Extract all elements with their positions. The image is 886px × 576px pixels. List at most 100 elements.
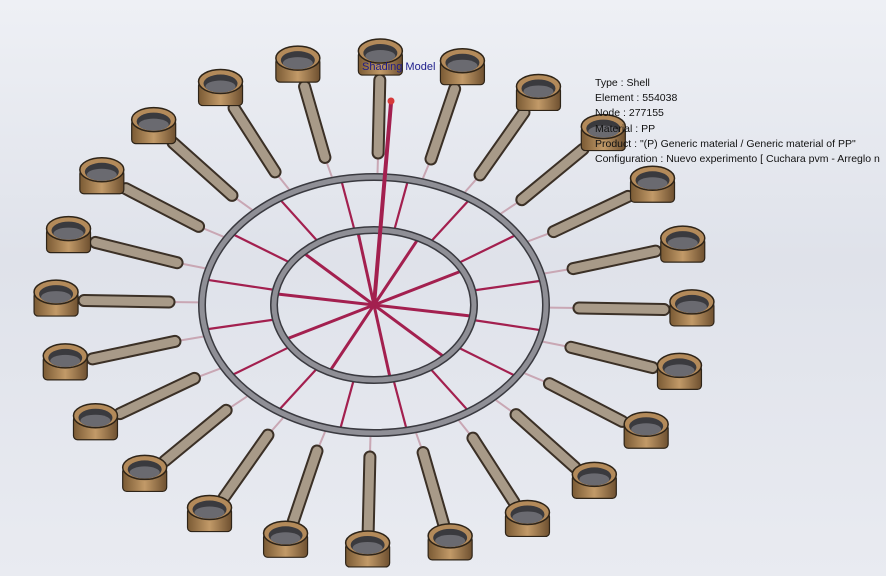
spoon-part: [549, 289, 715, 327]
view-mode-title: Shading Model: [362, 61, 436, 73]
spoon-part: [524, 372, 669, 449]
cup-floor: [86, 168, 117, 181]
cup-floor: [637, 177, 668, 190]
cup-floor: [512, 511, 543, 524]
spoon-part: [500, 113, 627, 215]
runner-system: [205, 179, 543, 431]
ring-connector: [278, 197, 320, 244]
spoon-handle: [168, 138, 237, 200]
sprue-runner: [372, 102, 393, 306]
spoon-handle: [426, 84, 460, 164]
ring-connector: [338, 378, 356, 431]
spoon-part: [130, 106, 253, 211]
spoon-handle: [549, 191, 633, 237]
cup-floor: [664, 364, 695, 377]
ring-connector: [230, 232, 292, 265]
spoon-parts: [33, 38, 715, 568]
spoon-handle: [300, 82, 330, 162]
spoon-handle: [121, 184, 204, 231]
inner-runner-ring: [271, 227, 477, 383]
cup-floor: [352, 541, 383, 554]
spoon-handle: [574, 303, 669, 314]
spoon-part: [45, 215, 206, 270]
spoon-handle: [160, 405, 231, 466]
spoon-part: [464, 73, 562, 193]
ring-connector: [230, 345, 292, 377]
injection-point-marker: [387, 97, 395, 105]
info-node: Node : 277155: [595, 107, 664, 120]
spoon-part: [357, 38, 404, 174]
cup-floor: [523, 85, 554, 98]
hub-spoke: [373, 269, 464, 307]
sprue-group: [372, 97, 395, 306]
spoon-handle: [568, 246, 661, 274]
spoon-part: [495, 399, 618, 499]
spoon-handle: [511, 410, 580, 472]
ring-connector: [339, 179, 356, 232]
cup-floor: [579, 473, 610, 486]
info-product: Product : "(P) Generic material / Generi…: [595, 137, 856, 150]
ring-connector: [392, 378, 409, 431]
ring-connector: [471, 279, 543, 292]
spoon-handle: [517, 144, 588, 205]
cup-floor: [50, 354, 81, 367]
ring-connector: [456, 345, 518, 378]
spoon-handle: [90, 237, 182, 268]
cup-floor: [435, 534, 466, 547]
spoon-handle: [79, 296, 174, 307]
hub-spoke: [372, 304, 392, 380]
cup-floor: [53, 227, 84, 240]
spoon-handle: [418, 448, 448, 528]
ring-connector: [456, 233, 518, 265]
spoon-handle: [229, 103, 280, 177]
spoon-handle: [87, 336, 180, 364]
spoon-handle: [115, 373, 199, 419]
spoon-part: [527, 165, 676, 243]
cup-floor: [676, 300, 707, 313]
ring-connector: [471, 318, 543, 332]
ring-connector: [429, 198, 471, 244]
spoon-part: [197, 68, 290, 191]
spoon-part: [79, 157, 224, 238]
spoon-part: [544, 225, 706, 276]
cup-floor: [365, 50, 396, 63]
spoon-handle: [468, 433, 519, 507]
hub-spoke: [327, 304, 376, 373]
spoon-part: [186, 417, 284, 533]
info-material: Material : PP: [595, 122, 656, 135]
spoon-part: [415, 432, 473, 561]
cup-floor: [631, 423, 662, 436]
info-element: Element : 554038: [595, 92, 678, 105]
hub-spoke: [284, 303, 375, 341]
cup-floor: [80, 414, 111, 427]
spoon-part: [344, 436, 391, 568]
info-type: Type : Shell: [595, 77, 650, 89]
spoon-handle: [373, 75, 385, 158]
info-configuration: Configuration : Nuevo experimento [ Cuch…: [595, 153, 880, 166]
ring-connector: [428, 366, 470, 413]
spoon-handle: [544, 379, 627, 426]
hub-spoke: [356, 230, 376, 306]
cup-floor: [270, 532, 301, 545]
cup-floor: [282, 57, 313, 70]
spoon-handle: [219, 430, 273, 503]
cup-floor: [588, 125, 619, 138]
outer-runner-ring: [199, 174, 549, 436]
spoon-part: [275, 45, 333, 178]
ring-connector: [205, 318, 277, 331]
cup-floor: [129, 466, 160, 479]
spoon-part: [422, 47, 486, 179]
cup-floor: [138, 118, 169, 131]
cup-floor: [41, 291, 72, 304]
ring-connector: [277, 366, 319, 412]
hub-spoke: [274, 292, 375, 307]
hub-spoke: [372, 237, 421, 306]
spoon-part: [33, 279, 199, 317]
spoon-part: [262, 431, 326, 558]
cup-floor: [447, 59, 478, 72]
spoon-handle: [288, 446, 322, 526]
ring-connector: [205, 278, 277, 292]
hub-spoke: [301, 251, 375, 307]
